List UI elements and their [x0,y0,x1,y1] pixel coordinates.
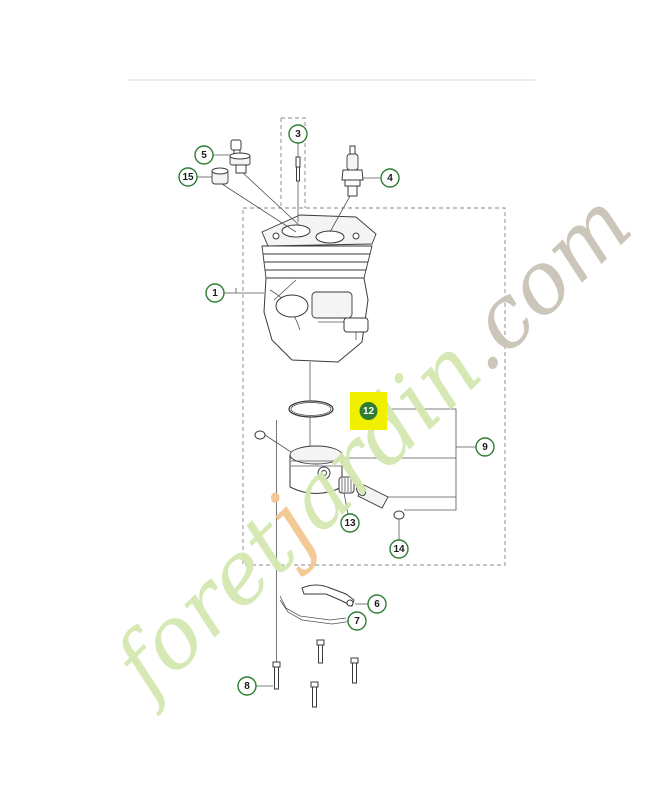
part-circlip-left [254,430,266,440]
callout-12-label: 12 [363,406,375,417]
callout-13-label: 13 [344,518,356,529]
leader-lines [197,143,476,687]
callout-3-label: 3 [295,129,301,140]
callout-9[interactable]: 9 [475,437,495,457]
watermark-text: foretjardin.com [91,174,651,720]
callout-4-label: 4 [387,173,393,184]
callouts: 5 15 3 4 1 9 13 14 [178,124,495,696]
watermark: foretjardin.com [91,174,651,720]
callout-8[interactable]: 8 [237,676,257,696]
callout-1[interactable]: 1 [205,283,225,303]
callout-6[interactable]: 6 [367,594,387,614]
callout-9-label: 9 [482,442,488,453]
part-circlip-right [393,510,405,520]
callout-15[interactable]: 15 [178,167,198,187]
callout-5-label: 5 [201,150,207,161]
screw [350,657,359,684]
screw [316,639,325,664]
callout-7-label: 7 [354,616,360,627]
assembly-boundaries [242,117,506,566]
part-spark-plug [341,145,364,197]
part-needle-bearing [338,476,355,494]
part-decompression-valve [229,139,251,174]
part-screws [272,639,359,708]
callout-4[interactable]: 4 [380,168,400,188]
callout-13[interactable]: 13 [340,513,360,533]
part-gasket-bracket [301,584,355,607]
callout-15-label: 15 [182,172,194,183]
callout-3[interactable]: 3 [288,124,308,144]
callout-5[interactable]: 5 [194,145,214,165]
callout-14[interactable]: 14 [389,539,409,559]
callout-8-label: 8 [244,681,250,692]
part-pin-rod [295,156,301,182]
part-wire-clamp [279,595,347,625]
part-piston-pin [355,483,389,509]
callout-1-label: 1 [212,288,218,299]
callout-7[interactable]: 7 [347,611,367,631]
callout-12-badge[interactable] [359,402,378,420]
highlight-callout-12[interactable]: 12 [350,392,387,430]
part-cylinder [261,214,377,363]
callout-6-label: 6 [374,599,380,610]
screw [272,661,281,690]
screw [310,681,319,708]
callout-14-label: 14 [393,544,405,555]
part-piston-ring [288,400,334,418]
part-plug-cap [211,167,229,185]
